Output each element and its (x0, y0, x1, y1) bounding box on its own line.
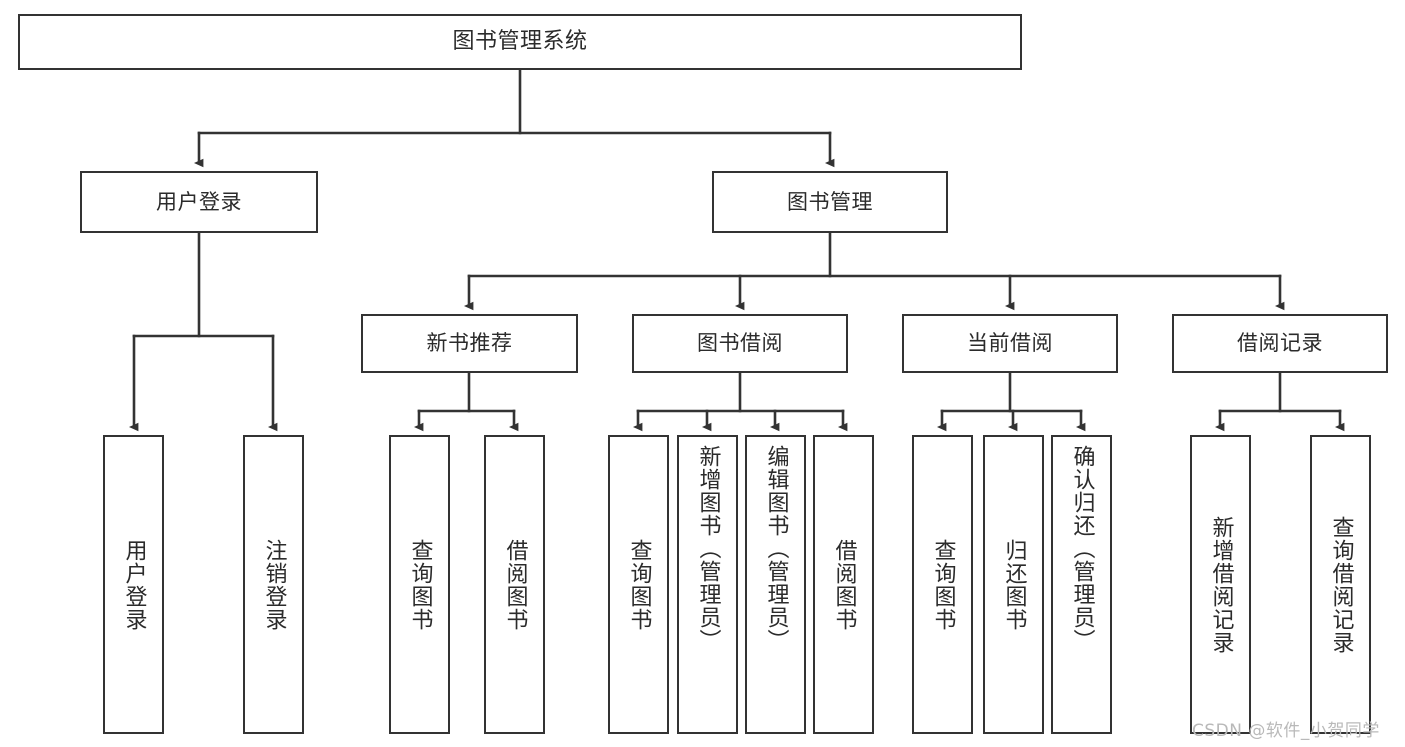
node-label: 当前借阅 (967, 331, 1053, 356)
node-label: 编辑图书（管理员） (763, 445, 789, 652)
node-label: 借阅记录 (1237, 331, 1323, 356)
node-label: 图书管理系统 (452, 28, 588, 54)
node-label: 查询图书 (626, 538, 652, 631)
node-book-borrow[interactable]: 图书借阅 (632, 314, 848, 373)
node-borrow-record[interactable]: 借阅记录 (1172, 314, 1388, 373)
node-leaf-add-book-admin[interactable]: 新增图书（管理员） (677, 435, 738, 734)
node-label: 用户登录 (156, 189, 242, 214)
node-leaf-edit-book-admin[interactable]: 编辑图书（管理员） (745, 435, 806, 734)
node-leaf-user-logout[interactable]: 注销登录 (243, 435, 304, 734)
node-leaf-query-book-recommend[interactable]: 查询图书 (389, 435, 450, 734)
node-label: 借阅图书 (502, 538, 528, 631)
node-leaf-confirm-return-admin[interactable]: 确认归还（管理员） (1051, 435, 1112, 734)
node-label: 查询图书 (407, 538, 433, 631)
node-leaf-return-book[interactable]: 归还图书 (983, 435, 1044, 734)
csdn-watermark: CSDN @软件_小贺同学 (1192, 721, 1380, 741)
node-label: 查询借阅记录 (1328, 515, 1354, 654)
node-label: 新增图书（管理员） (695, 445, 721, 652)
node-root-system[interactable]: 图书管理系统 (18, 14, 1022, 70)
node-label: 用户登录 (121, 538, 147, 631)
node-leaf-query-book-current[interactable]: 查询图书 (912, 435, 973, 734)
node-leaf-borrow-book-recommend[interactable]: 借阅图书 (484, 435, 545, 734)
node-leaf-borrow-book[interactable]: 借阅图书 (813, 435, 874, 734)
node-label: 查询图书 (930, 538, 956, 631)
node-label: 图书借阅 (697, 331, 783, 356)
node-label: 注销登录 (261, 538, 287, 631)
node-user-login[interactable]: 用户登录 (80, 171, 318, 233)
node-leaf-add-borrow-record[interactable]: 新增借阅记录 (1190, 435, 1251, 734)
node-leaf-query-borrow-record[interactable]: 查询借阅记录 (1310, 435, 1371, 734)
node-new-book-recommend[interactable]: 新书推荐 (361, 314, 578, 373)
node-leaf-user-login[interactable]: 用户登录 (103, 435, 164, 734)
node-label: 新增借阅记录 (1208, 515, 1234, 654)
node-label: 图书管理 (787, 189, 873, 214)
node-leaf-query-book-borrow[interactable]: 查询图书 (608, 435, 669, 734)
node-book-manage[interactable]: 图书管理 (712, 171, 948, 233)
node-label: 确认归还（管理员） (1069, 445, 1095, 652)
node-label: 归还图书 (1001, 538, 1027, 631)
node-label: 新书推荐 (426, 331, 513, 356)
node-current-borrow[interactable]: 当前借阅 (902, 314, 1118, 373)
node-label: 借阅图书 (831, 538, 857, 631)
